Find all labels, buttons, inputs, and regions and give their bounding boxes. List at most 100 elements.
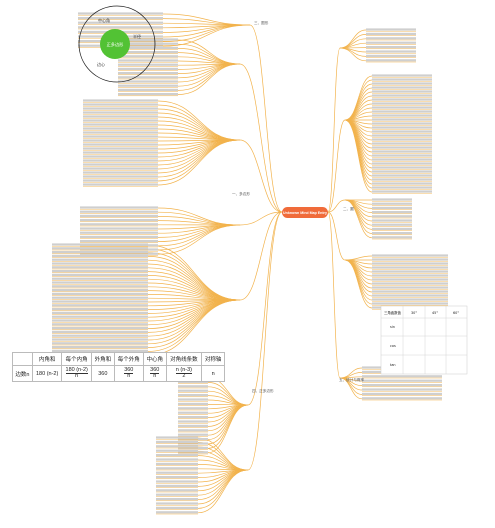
header-interior-sum: 内角和 — [31, 352, 63, 366]
leaf-text-placeholder — [83, 179, 158, 182]
connector-line — [339, 377, 363, 400]
leaf-text-placeholder — [83, 127, 158, 130]
connector-line — [247, 211, 283, 406]
leaf-text-placeholder — [52, 300, 148, 303]
connector-line — [344, 259, 373, 309]
trig-table: 三角函数值 30° 45° 60° sin cos tan — [380, 305, 468, 375]
leaf-text-placeholder — [372, 150, 432, 153]
leaf-text-placeholder — [178, 389, 208, 392]
leaf-text-placeholder — [78, 26, 163, 29]
leaf-text-placeholder — [178, 402, 208, 405]
connector-line — [207, 404, 249, 427]
leaf-text-placeholder — [372, 215, 412, 218]
branch-label-regular-polygon[interactable]: 四、正多边形 — [252, 388, 274, 393]
leaf-text-placeholder — [80, 210, 158, 213]
leaf-text-placeholder — [83, 147, 158, 150]
connector-line — [157, 139, 241, 154]
connector-line — [147, 275, 241, 301]
connector-line — [157, 139, 241, 162]
leaf-text-placeholder — [83, 119, 158, 122]
leaf-text-placeholder — [80, 231, 158, 234]
leaf-text-placeholder — [52, 349, 148, 352]
branch-label-figure[interactable]: 三、图形 — [254, 20, 269, 25]
connector-line — [147, 248, 241, 301]
leaf-text-placeholder — [178, 394, 208, 397]
branch-label-polygon[interactable]: 一、多边形 — [232, 191, 250, 196]
connector-line — [327, 211, 346, 261]
leaf-text-placeholder — [80, 227, 158, 230]
connector-line — [157, 112, 241, 141]
leaf-text-placeholder — [178, 398, 208, 401]
leaf-text-placeholder — [372, 298, 448, 301]
connector-line — [327, 199, 346, 213]
connector-line — [207, 404, 249, 436]
connector-line — [177, 60, 241, 65]
leaf-text-placeholder — [372, 262, 448, 265]
leaf-text-placeholder — [372, 227, 412, 230]
central-topic-node[interactable]: Unknown Mind Map Entry — [282, 207, 328, 218]
connector-line — [339, 47, 367, 62]
leaf-text-placeholder — [362, 388, 442, 391]
branch-label-circle[interactable]: 二、圆 — [343, 207, 354, 211]
leaf-text-placeholder — [372, 223, 412, 226]
leaf-text-placeholder — [372, 274, 448, 277]
leaf-text-placeholder — [178, 424, 208, 427]
leaf-text-placeholder — [83, 115, 158, 118]
leaf-text-placeholder — [156, 480, 198, 483]
leaf-text-placeholder — [372, 282, 448, 285]
leaf-text-placeholder — [178, 407, 208, 410]
leaf-text-placeholder — [83, 151, 158, 154]
connector-line — [157, 139, 241, 186]
branch-label-statistics[interactable]: 五、统计与概率 — [339, 377, 365, 382]
leaf-text-placeholder — [372, 138, 432, 141]
leaf-text-placeholder — [362, 379, 442, 382]
cell-diagonals: n (n-3)2 — [165, 365, 203, 382]
leaf-text-placeholder — [52, 338, 148, 341]
connector-line — [344, 75, 373, 121]
trig-row-cos: cos — [390, 344, 396, 348]
connector-line — [197, 469, 249, 514]
leaf-text-placeholder — [372, 86, 432, 89]
leaf-text-placeholder — [78, 17, 163, 20]
leaf-text-placeholder — [372, 114, 432, 117]
leaf-text-placeholder — [156, 458, 198, 461]
leaf-text-placeholder — [366, 37, 416, 40]
leaf-text-placeholder — [156, 471, 198, 474]
leaf-text-placeholder — [52, 273, 148, 276]
leaf-text-placeholder — [52, 243, 148, 246]
leaf-text-placeholder — [156, 467, 198, 470]
connector-line — [207, 382, 249, 406]
leaf-text-placeholder — [52, 266, 148, 269]
leaf-text-placeholder — [118, 46, 178, 49]
connector-line — [177, 63, 241, 95]
inset-outer-circle — [78, 5, 156, 83]
central-topic-box — [282, 207, 328, 218]
header-symmetry: 对称轴 — [201, 352, 225, 366]
leaf-text-placeholder — [372, 186, 432, 189]
header-central-angle: 中心角 — [142, 352, 167, 366]
leaf-text-placeholder — [178, 433, 208, 436]
row-label: 边数n — [12, 365, 33, 382]
leaf-text-placeholder — [83, 143, 158, 146]
leaf-text-placeholder — [80, 240, 158, 243]
connector-line — [177, 48, 241, 65]
leaf-text-placeholder — [80, 235, 158, 238]
connector-line — [239, 63, 283, 213]
connector-line — [344, 259, 373, 305]
header-each-exterior: 每个外角 — [113, 352, 144, 366]
leaf-text-placeholder — [372, 82, 432, 85]
leaf-text-placeholder — [156, 493, 198, 496]
connector-line — [207, 404, 249, 454]
leaf-text-placeholder — [80, 219, 158, 222]
leaf-text-placeholder — [52, 289, 148, 292]
connector-line — [249, 24, 283, 213]
header-each-interior: 每个内角 — [61, 352, 92, 366]
cell-exterior-sum: 360 — [90, 365, 115, 382]
leaf-text-placeholder — [366, 41, 416, 44]
leaf-text-placeholder — [52, 327, 148, 330]
leaf-text-placeholder — [52, 346, 148, 349]
leaf-text-placeholder — [156, 454, 198, 457]
leaf-text-placeholder — [52, 323, 148, 326]
leaf-text-placeholder — [156, 498, 198, 501]
